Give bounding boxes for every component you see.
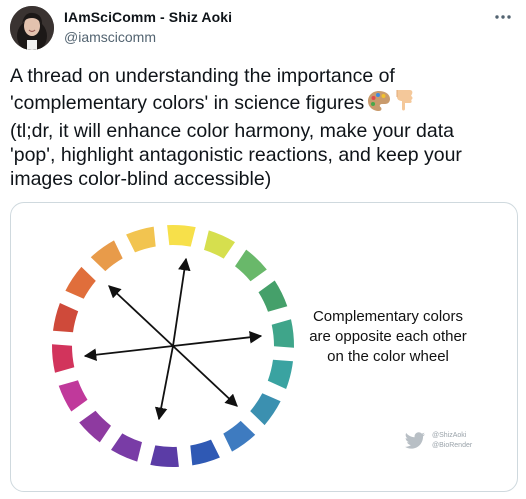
color-wheel-segment [126, 226, 156, 253]
arrow-yellow-to-violet [172, 257, 191, 347]
twitter-bird-icon [404, 432, 425, 449]
color-wheel-segment [111, 433, 142, 462]
color-wheel-segment [167, 224, 196, 247]
color-wheel-segment [271, 319, 295, 348]
tweet-text-line: 'complementary colors' in science figure… [10, 92, 365, 115]
color-wheel-segment [79, 410, 111, 443]
color-wheel-segment [267, 359, 293, 389]
tweet-text-line: (tl;dr, it will enhance color harmony, m… [10, 119, 455, 142]
color-wheel-segment [235, 249, 267, 282]
tweet-text-line: A thread on understanding the importance… [10, 65, 395, 87]
watermark-line: @ShizAoki [432, 432, 467, 439]
tweet-text-line-with-emoji: 'complementary colors' in science figure… [10, 88, 515, 118]
avatar[interactable] [10, 6, 54, 50]
watermark-line: @BioRender [432, 442, 473, 449]
color-wheel [51, 224, 295, 468]
backhand-index-pointing-down-emoji-icon [394, 88, 416, 118]
tweet-text-line: 'pop', highlight antagonistic reactions,… [10, 143, 462, 166]
caption-line: Complementary colors [312, 308, 464, 325]
color-wheel-segment [53, 303, 79, 333]
arrow-magenta-to-green [172, 331, 263, 347]
more-options-button[interactable] [492, 6, 514, 28]
color-wheel-segment [258, 280, 288, 312]
caption-line: are opposite each other [309, 328, 467, 345]
color-wheel-segment [150, 445, 179, 468]
color-wheel-segment [190, 439, 220, 466]
color-wheel-figure [51, 224, 295, 468]
arrow-magenta-to-green [83, 345, 174, 361]
arrow-yellow-to-violet [154, 345, 174, 421]
caption-line: on the color wheel [327, 348, 449, 365]
author-handle[interactable]: @iamscicomm [64, 29, 156, 45]
color-wheel-segment [65, 266, 96, 299]
more-dots-icon [495, 15, 511, 19]
color-wheel-segment [250, 393, 281, 426]
figure-caption: Complementary colors are opposite each o… [283, 307, 493, 367]
tweet-text-line: images color-blind accessible) [10, 168, 272, 191]
author-name[interactable]: IAmSciComm - Shiz Aoki [64, 9, 233, 25]
arrow-red-to-teal [172, 345, 238, 407]
avatar-portrait-icon [10, 6, 54, 50]
color-wheel-segment [223, 420, 256, 452]
artist-palette-emoji-icon [367, 90, 391, 118]
arrow-red-to-teal [108, 285, 174, 347]
color-wheel-segment [90, 240, 123, 272]
watermark: @ShizAoki @BioRender [404, 431, 472, 451]
tweet-text: A thread on understanding the importance… [10, 64, 515, 191]
color-wheel-segment [58, 380, 88, 412]
color-wheel-segment [51, 344, 75, 373]
complementary-arrows [83, 257, 263, 421]
tweet-media-image[interactable]: Complementary colors are opposite each o… [10, 202, 518, 492]
color-wheel-segment [204, 230, 235, 259]
